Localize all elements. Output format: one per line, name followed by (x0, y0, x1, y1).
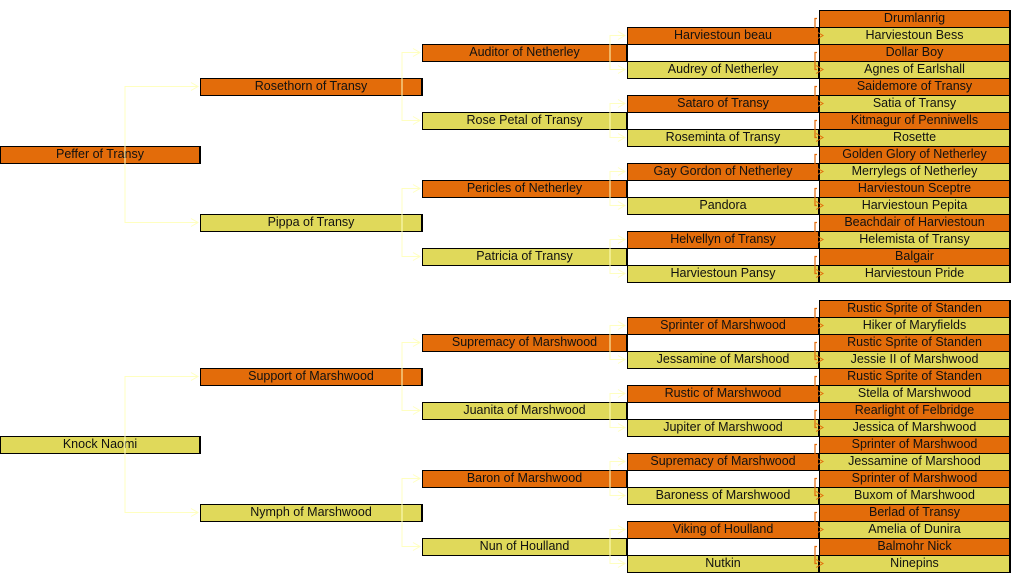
ancestor-gen3-sire[interactable]: Sataro of Transy (627, 95, 820, 113)
ancestor-gen4-sire[interactable]: Rustic Sprite of Standen (819, 368, 1011, 386)
ancestor-gen4-dam[interactable]: Hiker of Maryfields (819, 317, 1011, 335)
ancestor-gen4-dam[interactable]: Harviestoun Pride (819, 265, 1011, 283)
ancestor-gen2-sire[interactable]: Baron of Marshwood (422, 470, 628, 488)
connector (190, 372, 200, 381)
ancestor-gen2-sire[interactable]: Pericles of Netherley (422, 180, 628, 198)
ancestor-gen2-sire[interactable]: Auditor of Netherley (422, 44, 628, 62)
ancestor-gen4-dam[interactable]: Ninepins (819, 555, 1011, 573)
subject-dog[interactable]: Knock Naomi (0, 436, 201, 454)
ancestor-gen4-sire[interactable]: Kitmagur of Penniwells (819, 112, 1011, 130)
connector (617, 457, 627, 466)
ancestor-gen4-sire[interactable]: Harviestoun Sceptre (819, 180, 1011, 198)
ancestor-gen4-sire[interactable]: Balmohr Nick (819, 538, 1011, 556)
connector (617, 99, 627, 108)
ancestor-gen3-sire[interactable]: Viking of Houlland (627, 521, 820, 539)
ancestor-gen4-dam[interactable]: Merrylegs of Netherley (819, 163, 1011, 181)
ancestor-gen4-sire[interactable]: Dollar Boy (819, 44, 1011, 62)
ancestor-gen4-dam[interactable]: Jessica of Marshwood (819, 419, 1011, 437)
ancestor-gen4-sire[interactable]: Rearlight of Felbridge (819, 402, 1011, 420)
ancestor-gen4-dam[interactable]: Satia of Transy (819, 95, 1011, 113)
ancestor-gen2-dam[interactable]: Patricia of Transy (422, 248, 628, 266)
ancestor-gen2-sire[interactable]: Supremacy of Marshwood (422, 334, 628, 352)
ancestor-gen4-sire[interactable]: Berlad of Transy (819, 504, 1011, 522)
connector (412, 48, 422, 57)
ancestor-gen4-sire[interactable]: Balgair (819, 248, 1011, 266)
connector (412, 184, 422, 193)
ancestor-gen3-sire[interactable]: Helvellyn of Transy (627, 231, 820, 249)
connector (190, 218, 200, 227)
connector (617, 167, 627, 176)
ancestor-gen2-dam[interactable]: Rose Petal of Transy (422, 112, 628, 130)
ancestor-gen4-dam[interactable]: Jessamine of Marshood (819, 453, 1011, 471)
ancestor-gen3-dam[interactable]: Jessamine of Marshood (627, 351, 820, 369)
connector (617, 321, 627, 330)
connector (617, 491, 627, 500)
ancestor-gen4-dam[interactable]: Rosette (819, 129, 1011, 147)
connector (412, 542, 422, 551)
ancestor-gen4-dam[interactable]: Amelia of Dunira (819, 521, 1011, 539)
ancestor-gen4-sire[interactable]: Beachdair of Harviestoun (819, 214, 1011, 232)
ancestor-gen4-sire[interactable]: Sprinter of Marshwood (819, 436, 1011, 454)
connector (412, 406, 422, 415)
ancestor-gen4-dam[interactable]: Agnes of Earlshall (819, 61, 1011, 79)
connector (617, 235, 627, 244)
connector (617, 65, 627, 74)
connector (617, 389, 627, 398)
ancestor-gen2-dam[interactable]: Juanita of Marshwood (422, 402, 628, 420)
connector (617, 559, 627, 568)
ancestor-gen4-dam[interactable]: Jessie II of Marshwood (819, 351, 1011, 369)
ancestor-gen1-dam[interactable]: Pippa of Transy (200, 214, 423, 232)
ancestor-gen3-sire[interactable]: Sprinter of Marshwood (627, 317, 820, 335)
ancestor-gen4-sire[interactable]: Sprinter of Marshwood (819, 470, 1011, 488)
connector (412, 474, 422, 483)
ancestor-gen1-sire[interactable]: Support of Marshwood (200, 368, 423, 386)
ancestor-gen4-dam[interactable]: Buxom of Marshwood (819, 487, 1011, 505)
connector (617, 269, 627, 278)
ancestor-gen3-dam[interactable]: Harviestoun Pansy (627, 265, 820, 283)
connector (617, 355, 627, 364)
ancestor-gen4-dam[interactable]: Harviestoun Bess (819, 27, 1011, 45)
connector (617, 525, 627, 534)
connector (190, 508, 200, 517)
ancestor-gen4-dam[interactable]: Harviestoun Pepita (819, 197, 1011, 215)
ancestor-gen3-dam[interactable]: Baroness of Marshwood (627, 487, 820, 505)
connector (412, 116, 422, 125)
connector (617, 133, 627, 142)
connector (617, 201, 627, 210)
connector (412, 252, 422, 261)
ancestor-gen4-dam[interactable]: Stella of Marshwood (819, 385, 1011, 403)
ancestor-gen3-sire[interactable]: Harviestoun beau (627, 27, 820, 45)
ancestor-gen3-dam[interactable]: Roseminta of Transy (627, 129, 820, 147)
ancestor-gen1-dam[interactable]: Nymph of Marshwood (200, 504, 423, 522)
ancestor-gen2-dam[interactable]: Nun of Houlland (422, 538, 628, 556)
ancestor-gen3-dam[interactable]: Jupiter of Marshwood (627, 419, 820, 437)
ancestor-gen1-sire[interactable]: Rosethorn of Transy (200, 78, 423, 96)
connector (412, 338, 422, 347)
ancestor-gen3-dam[interactable]: Audrey of Netherley (627, 61, 820, 79)
connector (617, 31, 627, 40)
connector (190, 82, 200, 91)
ancestor-gen3-dam[interactable]: Nutkin (627, 555, 820, 573)
ancestor-gen3-sire[interactable]: Gay Gordon of Netherley (627, 163, 820, 181)
ancestor-gen4-sire[interactable]: Rustic Sprite of Standen (819, 300, 1011, 318)
ancestor-gen4-sire[interactable]: Golden Glory of Netherley (819, 146, 1011, 164)
ancestor-gen3-sire[interactable]: Supremacy of Marshwood (627, 453, 820, 471)
ancestor-gen4-dam[interactable]: Helemista of Transy (819, 231, 1011, 249)
ancestor-gen3-dam[interactable]: Pandora (627, 197, 820, 215)
connector (617, 423, 627, 432)
ancestor-gen3-sire[interactable]: Rustic of Marshwood (627, 385, 820, 403)
ancestor-gen4-sire[interactable]: Rustic Sprite of Standen (819, 334, 1011, 352)
ancestor-gen4-sire[interactable]: Drumlanrig (819, 10, 1011, 28)
ancestor-gen4-sire[interactable]: Saidemore of Transy (819, 78, 1011, 96)
subject-dog[interactable]: Peffer of Transy (0, 146, 201, 164)
